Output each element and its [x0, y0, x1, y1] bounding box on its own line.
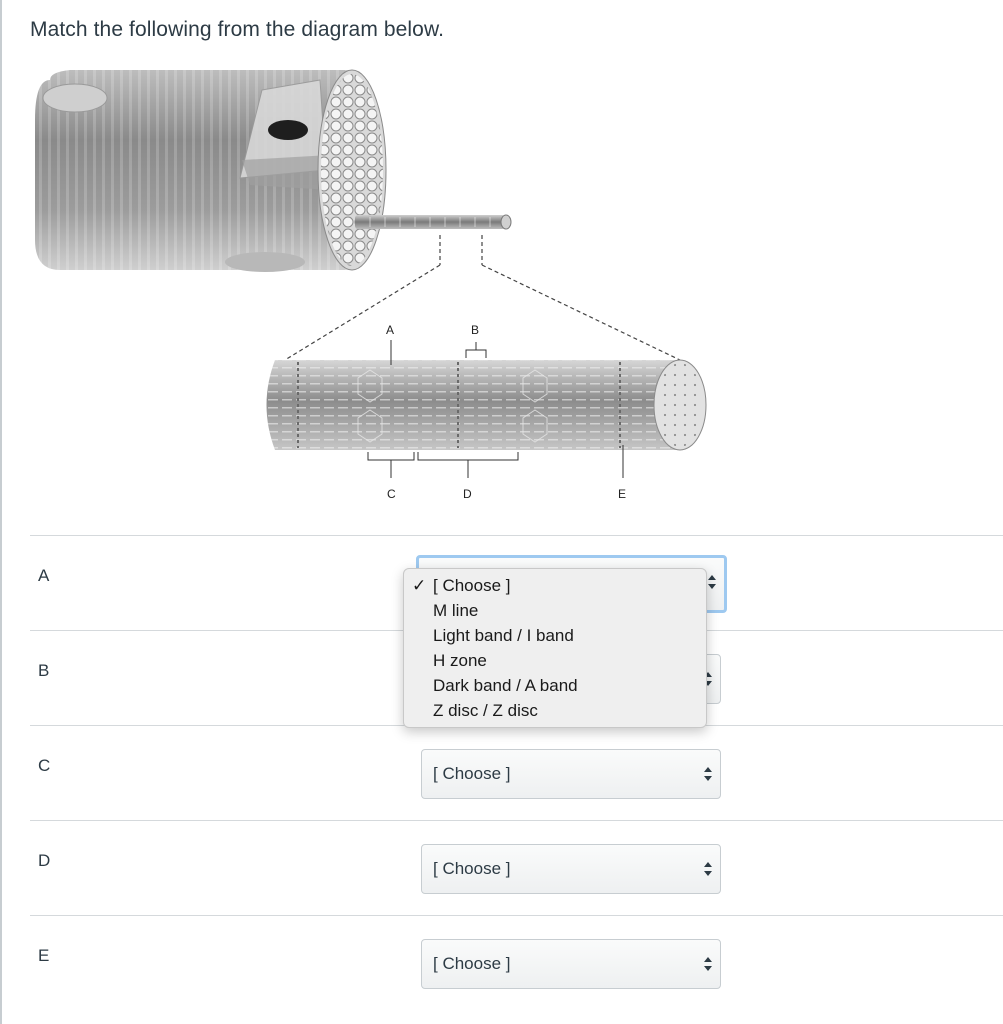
- diagram-label-e: E: [618, 487, 626, 501]
- diagram-label-b: B: [471, 323, 479, 337]
- row-label-a: A: [38, 566, 50, 585]
- select-arrows-icon: [704, 862, 712, 876]
- row-label-e: E: [38, 946, 50, 965]
- dropdown-option-z-disc[interactable]: Z disc / Z disc: [433, 701, 538, 720]
- answer-select-c[interactable]: [ Choose ]: [421, 749, 721, 799]
- answer-row-e: E [ Choose ]: [30, 915, 1003, 1010]
- select-arrows-icon: [708, 575, 716, 589]
- diagram-label-a: A: [386, 323, 394, 337]
- diagram-label-d: D: [463, 487, 472, 501]
- answer-row-c: C [ Choose ]: [30, 725, 1003, 820]
- answer-select-e[interactable]: [ Choose ]: [421, 939, 721, 989]
- muscle-fiber-diagram: A B C D E: [35, 69, 707, 501]
- answer-row-d: D [ Choose ]: [30, 820, 1003, 915]
- dropdown-option-i-band[interactable]: Light band / I band: [433, 626, 574, 645]
- answer-select-d[interactable]: [ Choose ]: [421, 844, 721, 894]
- select-arrows-icon: [704, 957, 712, 971]
- dropdown-option-m-line[interactable]: M line: [433, 601, 479, 620]
- dropdown-option-h-zone[interactable]: H zone: [433, 651, 487, 670]
- dropdown-option-choose[interactable]: ✓ [ Choose ]: [404, 573, 706, 598]
- checkmark-icon: ✓: [412, 576, 427, 595]
- row-label-b: B: [38, 661, 50, 680]
- dropdown-option-a-band[interactable]: Dark band / A band: [433, 676, 578, 695]
- diagram-label-c: C: [387, 487, 396, 501]
- dropdown-menu: ✓ [ Choose ] M line Light band / I band …: [403, 568, 707, 728]
- select-arrows-icon: [704, 767, 712, 781]
- row-label-d: D: [38, 851, 51, 870]
- question-text: Match the following from the diagram bel…: [30, 18, 445, 41]
- row-label-c: C: [38, 756, 51, 775]
